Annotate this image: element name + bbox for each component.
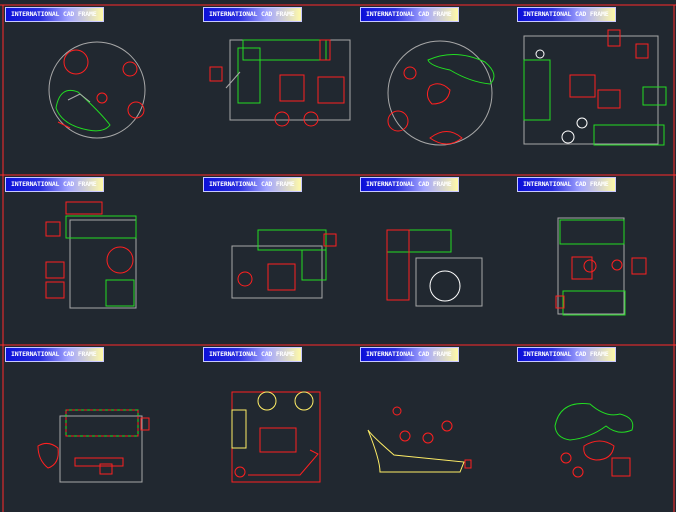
frame-title-tag-5: INTERNATIONAL CAD FRAME [5, 177, 104, 192]
plan-chaise-lounge [367, 406, 472, 473]
frame-title-tag-2: INTERNATIONAL CAD FRAME [203, 7, 302, 22]
plan-room-with-table [45, 201, 137, 309]
frame-title-tag-6: INTERNATIONAL CAD FRAME [203, 177, 302, 192]
plan-curved-sectional [554, 402, 634, 478]
frame-title-tag-8: INTERNATIONAL CAD FRAME [517, 177, 616, 192]
frame-grid [0, 4, 676, 512]
frame-title-tag-10: INTERNATIONAL CAD FRAME [203, 347, 302, 362]
frame-title-tag-11: INTERNATIONAL CAD FRAME [360, 347, 459, 362]
frame-title-tag-9: INTERNATIONAL CAD FRAME [5, 347, 104, 362]
frame-title-tag-7: INTERNATIONAL CAD FRAME [360, 177, 459, 192]
plan-two-sofas [555, 217, 647, 316]
plan-room-armchairs [231, 391, 321, 483]
frame-title-tag-12: INTERNATIONAL CAD FRAME [517, 347, 616, 362]
frame-title-tag-1: INTERNATIONAL CAD FRAME [5, 7, 104, 22]
plan-l-sofa-rug [386, 229, 483, 307]
frame-title-tag-4: INTERNATIONAL CAD FRAME [517, 7, 616, 22]
plan-curved-sofa [387, 40, 495, 146]
plan-living-room [523, 29, 667, 146]
plan-round-lounge [48, 41, 146, 139]
plan-long-table [37, 409, 150, 483]
plan-l-sofa-a [231, 229, 337, 299]
frame-title-tag-3: INTERNATIONAL CAD FRAME [360, 7, 459, 22]
plan-sofa-set [209, 39, 351, 127]
